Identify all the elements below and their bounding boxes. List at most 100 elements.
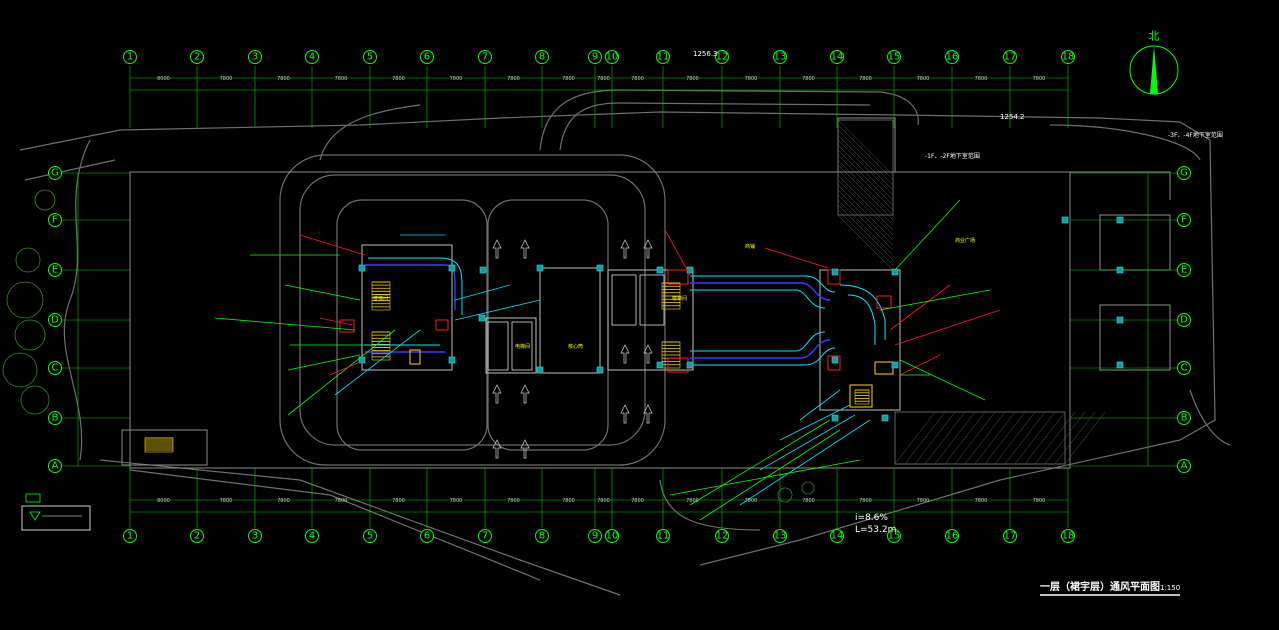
north-arrow: 北	[1129, 30, 1179, 95]
axis-bubble-circle	[773, 529, 787, 543]
axis-bubble-label: 17	[1004, 531, 1017, 542]
stair-outline	[854, 389, 870, 405]
axis-bubble-label: 12	[716, 52, 729, 63]
axis-bubble-circle	[535, 529, 549, 543]
hatch-line	[894, 411, 936, 465]
leader-line	[287, 329, 396, 416]
ramp-arrows	[492, 239, 653, 459]
structural-column	[596, 264, 604, 272]
axis-bubble-circle	[773, 50, 787, 64]
axis-bubble-row-D-left: D	[48, 313, 62, 327]
axis-bubble-col-10-bottom: 10	[605, 529, 619, 543]
hatch-line	[837, 164, 894, 221]
axis-bubble-label: 16	[946, 531, 959, 542]
axis-bubble-circle	[588, 50, 602, 64]
axis-bubble-col-11-top: 11	[656, 50, 670, 64]
axis-bubble-col-8-top: 8	[535, 50, 549, 64]
leader-line	[899, 354, 941, 376]
core-blocks	[361, 244, 901, 411]
leader-line	[454, 299, 541, 321]
axis-bubble-label: 11	[657, 52, 670, 63]
hatch-line	[837, 159, 894, 216]
hatch-line	[1004, 411, 1046, 465]
leader-line	[214, 317, 356, 331]
axis-bubble-circle	[123, 50, 137, 64]
leader-line	[899, 359, 986, 401]
axis-bubble-label: 16	[946, 52, 959, 63]
dimension-text-bottom: 7800	[507, 498, 520, 504]
axis-bubble-row-F-left: F	[48, 213, 62, 227]
axis-bubble-row-F-right: F	[1177, 213, 1191, 227]
dimension-text-top: 7800	[562, 76, 575, 82]
axis-bubble-circle	[363, 50, 377, 64]
axis-bubble-col-6-top: 6	[420, 50, 434, 64]
ramp-arrow	[620, 404, 630, 424]
ramp-arrow	[620, 344, 630, 364]
axis-bubble-label: 3	[252, 531, 258, 542]
axis-bubble-col-18-bottom: 18	[1061, 529, 1075, 543]
axis-bubble-col-4-bottom: 4	[305, 529, 319, 543]
hatch-line	[837, 199, 894, 256]
axis-bubble-col-1-top: 1	[123, 50, 137, 64]
axis-bubble-label: 15	[888, 52, 901, 63]
hatch-line	[924, 411, 966, 465]
structural-column	[831, 268, 839, 276]
axis-bubble-label: 2	[194, 52, 200, 63]
axis-bubble-col-16-top: 16	[945, 50, 959, 64]
room-label-plaza: 商业广场	[955, 237, 975, 244]
dimension-text-top: 7800	[745, 76, 758, 82]
axis-bubble-circle	[1177, 313, 1191, 327]
axis-bubble-col-9-bottom: 9	[588, 529, 602, 543]
axis-bubble-label: 18	[1062, 52, 1075, 63]
axis-bubble-row-A-right: A	[1177, 459, 1191, 473]
axis-bubble-label: 7	[482, 52, 488, 63]
axis-bubble-circle	[248, 529, 262, 543]
axis-bubble-label: D	[51, 315, 59, 326]
axis-bubble-col-6-bottom: 6	[420, 529, 434, 543]
dimension-text-top: 7800	[1033, 76, 1046, 82]
axis-bubble-circle	[478, 50, 492, 64]
leader-line	[894, 199, 961, 271]
axis-bubble-label: 1	[127, 52, 133, 63]
hatch-line	[1034, 411, 1076, 465]
axis-bubble-circle	[830, 529, 844, 543]
axis-bubble-label: F	[1181, 215, 1187, 226]
axis-bubble-label: C	[1181, 363, 1188, 374]
dimension-text-top: 7800	[686, 76, 699, 82]
hatch-line	[1054, 411, 1096, 465]
structural-column	[596, 366, 604, 374]
dimension-text-bottom: 7800	[220, 498, 233, 504]
dimension-text-top: 7800	[631, 76, 644, 82]
axis-bubble-label: 8	[539, 52, 545, 63]
structural-column	[891, 268, 899, 276]
leader-line	[664, 229, 691, 276]
axis-bubble-col-9-top: 9	[588, 50, 602, 64]
landscape-trees	[2, 189, 815, 503]
hatch-line	[984, 411, 1026, 465]
annotation-leaders	[214, 199, 1001, 521]
axis-bubble-row-E-right: E	[1177, 263, 1191, 277]
dimension-text-bottom: 7800	[335, 498, 348, 504]
legend-box	[21, 493, 91, 531]
axis-bubble-col-13-top: 13	[773, 50, 787, 64]
axis-bubble-circle	[715, 50, 729, 64]
ramp-arrow	[643, 344, 653, 364]
axis-bubble-circle	[478, 529, 492, 543]
axis-bubble-col-4-top: 4	[305, 50, 319, 64]
dimension-text-bottom: 7800	[745, 498, 758, 504]
axis-bubble-label: 13	[774, 52, 787, 63]
hatch-line	[837, 134, 894, 191]
axis-bubble-col-15-bottom: 15	[887, 529, 901, 543]
axis-bubble-circle	[830, 50, 844, 64]
hatch-line	[837, 149, 894, 206]
axis-bubble-col-8-bottom: 8	[535, 529, 549, 543]
site-roads	[19, 89, 1231, 596]
room-label-elevator: 电梯间	[515, 343, 530, 350]
axis-bubble-circle	[1003, 529, 1017, 543]
stair-1-upper	[371, 281, 391, 311]
leader-line	[299, 234, 366, 256]
axis-bubble-label: 7	[482, 531, 488, 542]
axis-bubble-col-18-top: 18	[1061, 50, 1075, 64]
ramp-arrow	[520, 239, 530, 259]
